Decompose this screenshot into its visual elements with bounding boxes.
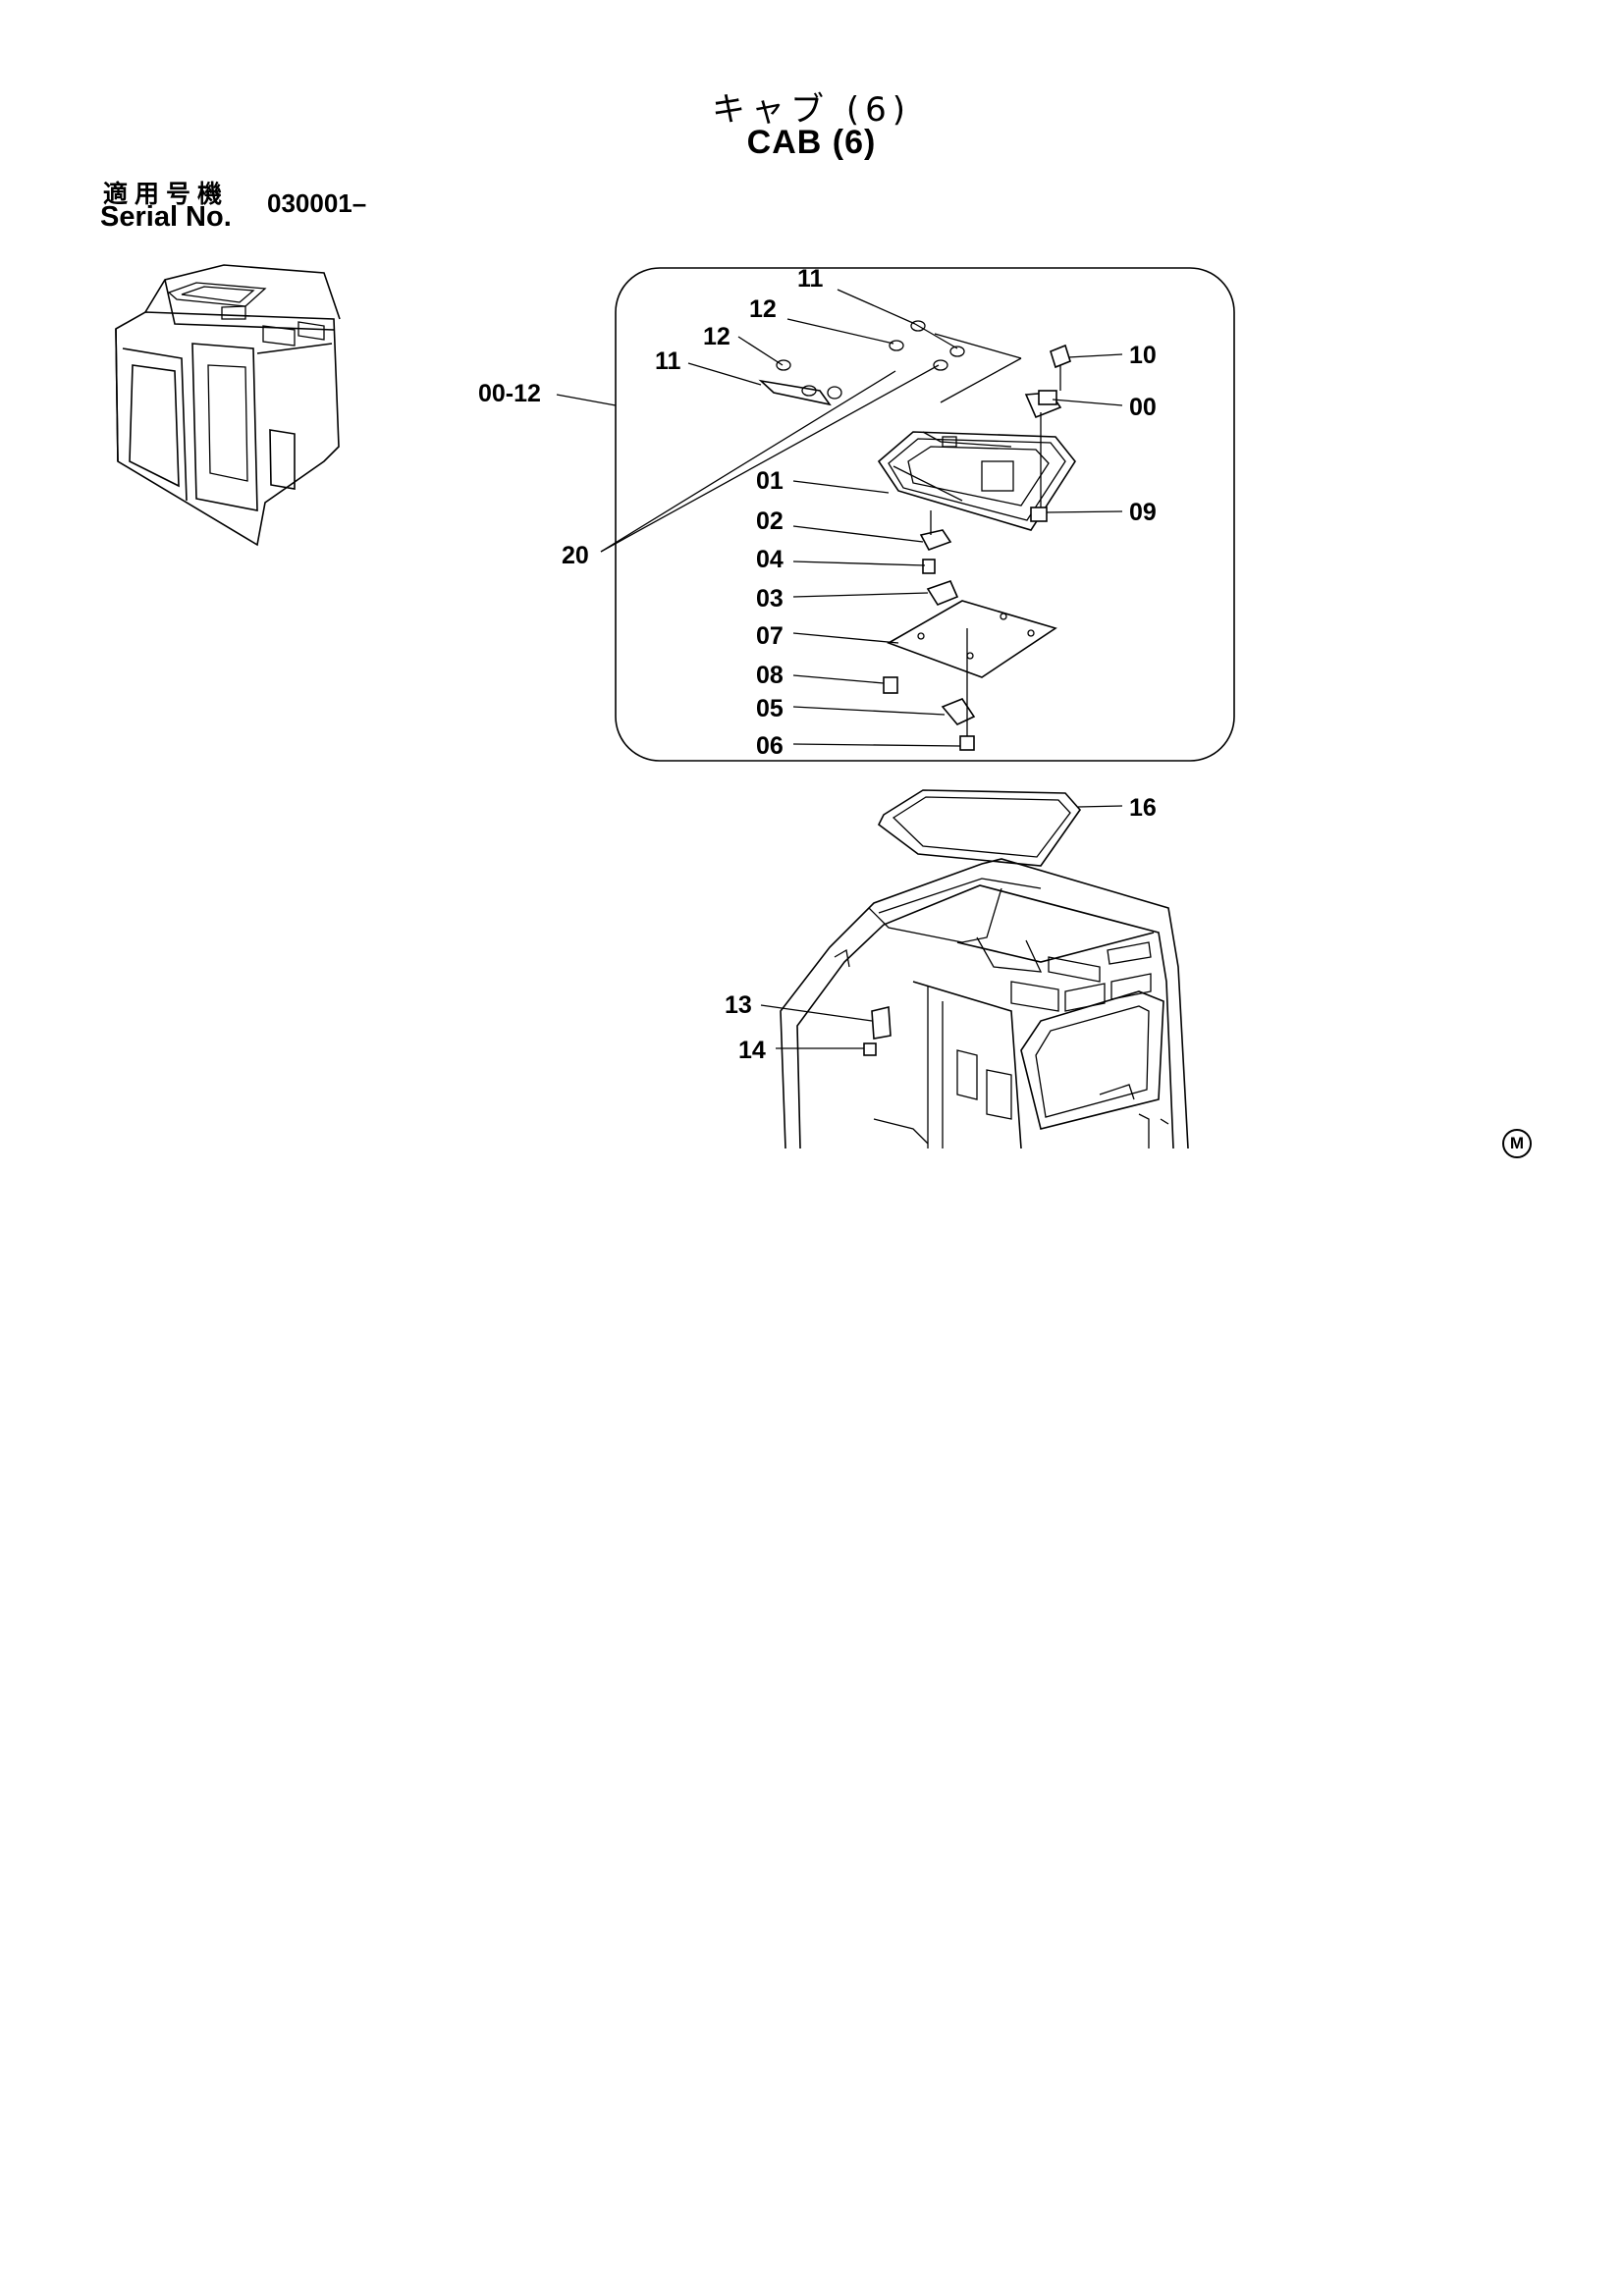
callout-08: 08: [756, 662, 784, 689]
callout-05: 05: [756, 695, 784, 722]
callout-16: 16: [1129, 794, 1157, 822]
page-title-en: CAB (6): [746, 124, 877, 161]
serial-label-jp: 適用号機: [103, 180, 230, 208]
hatch-assembly-frame: [615, 267, 1235, 762]
serial-label-en: Serial No.: [100, 201, 232, 233]
callout-09: 09: [1129, 499, 1157, 526]
overview-cab-drawing: [115, 264, 341, 547]
serial-value: 030001–: [267, 188, 367, 218]
callout-06: 06: [756, 732, 784, 760]
gas-strut-parts: [758, 320, 1022, 406]
callout-13: 13: [725, 991, 752, 1019]
page-title-jp: キャブ (6): [712, 90, 911, 130]
roof-seal: [877, 789, 1082, 867]
callout-14: 14: [738, 1037, 766, 1064]
callout-12-left: 12: [703, 323, 730, 350]
callout-10: 10: [1129, 342, 1157, 369]
callout-07: 07: [756, 622, 784, 650]
leader-lines: [556, 289, 1123, 1049]
callout-01: 01: [756, 467, 784, 495]
main-cab-drawing: [780, 858, 1189, 1149]
m-mark-symbol: M: [1502, 1129, 1532, 1158]
sunshade-plate: [883, 600, 1057, 751]
callout-12-top: 12: [749, 295, 777, 323]
callout-03: 03: [756, 585, 784, 613]
callout-00-12: 00-12: [478, 380, 541, 407]
latch-parts: [919, 510, 959, 606]
lock-handle-assembly: [1024, 344, 1071, 522]
callout-02: 02: [756, 507, 784, 535]
callout-labels: 11 12 12 11 10 00 00-12 01 02 04 03 07 0…: [478, 265, 1157, 1064]
callout-11-top: 11: [797, 265, 824, 293]
roof-hatch-frame: [877, 431, 1076, 531]
callout-11-left: 11: [655, 347, 681, 375]
callout-00: 00: [1129, 394, 1157, 421]
callout-20: 20: [562, 542, 589, 569]
callout-04: 04: [756, 546, 784, 573]
